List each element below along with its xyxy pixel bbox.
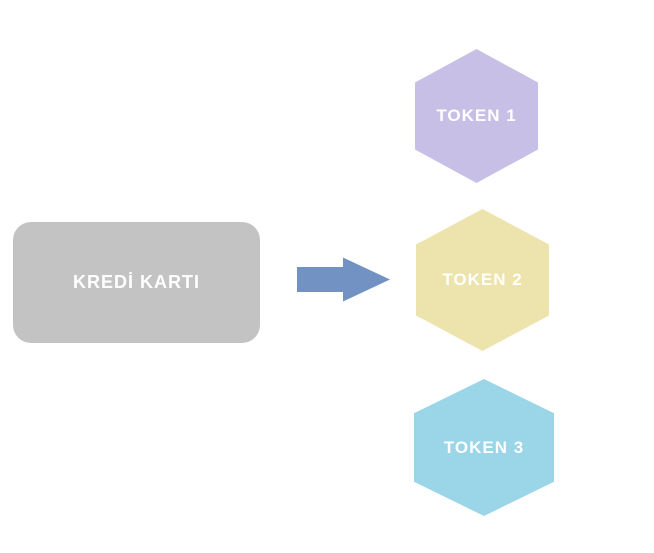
token-3-hexagon: TOKEN 3 — [414, 379, 554, 516]
right-arrow-svg — [297, 257, 390, 302]
kredi-karti-box: KREDİ KARTI — [13, 222, 260, 343]
right-arrow-icon — [296, 257, 391, 302]
token-1-hexagon: TOKEN 1 — [415, 49, 538, 183]
token-2-label: TOKEN 2 — [442, 270, 523, 289]
token-3-label: TOKEN 3 — [443, 437, 525, 457]
token-2-hexagon: TOKEN 2 — [416, 209, 549, 351]
token-1-label: TOKEN 1 — [436, 106, 517, 125]
kredi-karti-label: KREDİ KARTI — [73, 272, 200, 292]
right-arrow-shape — [297, 257, 390, 302]
